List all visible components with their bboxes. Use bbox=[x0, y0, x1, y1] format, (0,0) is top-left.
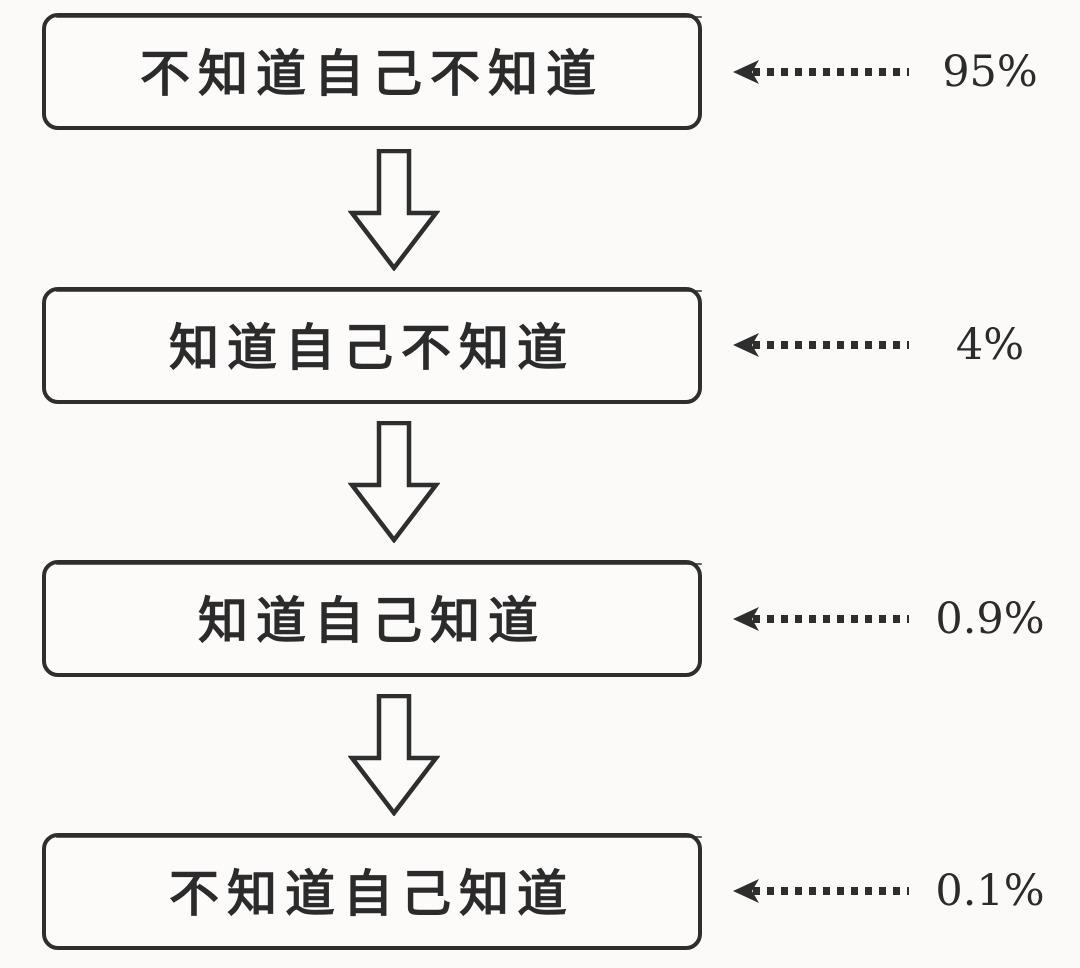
level-box-4: 不知道自己知道 bbox=[42, 833, 702, 950]
down-arrow-icon bbox=[348, 149, 440, 271]
dotted-left-arrow-icon bbox=[733, 607, 909, 631]
level-box-1: 不知道自己不知道 bbox=[42, 13, 702, 130]
down-arrow-icon bbox=[348, 421, 440, 543]
percent-label-1: 95% bbox=[942, 47, 1038, 97]
dotted-left-arrow-icon bbox=[733, 333, 909, 357]
dotted-left-arrow-icon bbox=[733, 879, 909, 903]
level-label-4: 不知道自己知道 bbox=[169, 863, 575, 923]
dotted-left-arrow-icon bbox=[733, 60, 909, 84]
percent-label-2: 4% bbox=[955, 320, 1025, 370]
level-label-1: 不知道自己不知道 bbox=[140, 43, 604, 103]
down-arrow-icon bbox=[348, 694, 440, 816]
level-label-2: 知道自己不知道 bbox=[169, 317, 575, 377]
level-label-3: 知道自己知道 bbox=[198, 590, 546, 650]
level-box-3: 知道自己知道 bbox=[42, 560, 702, 677]
percent-label-3: 0.9% bbox=[935, 594, 1045, 644]
level-box-2: 知道自己不知道 bbox=[42, 287, 702, 404]
percent-label-4: 0.1% bbox=[935, 866, 1045, 916]
